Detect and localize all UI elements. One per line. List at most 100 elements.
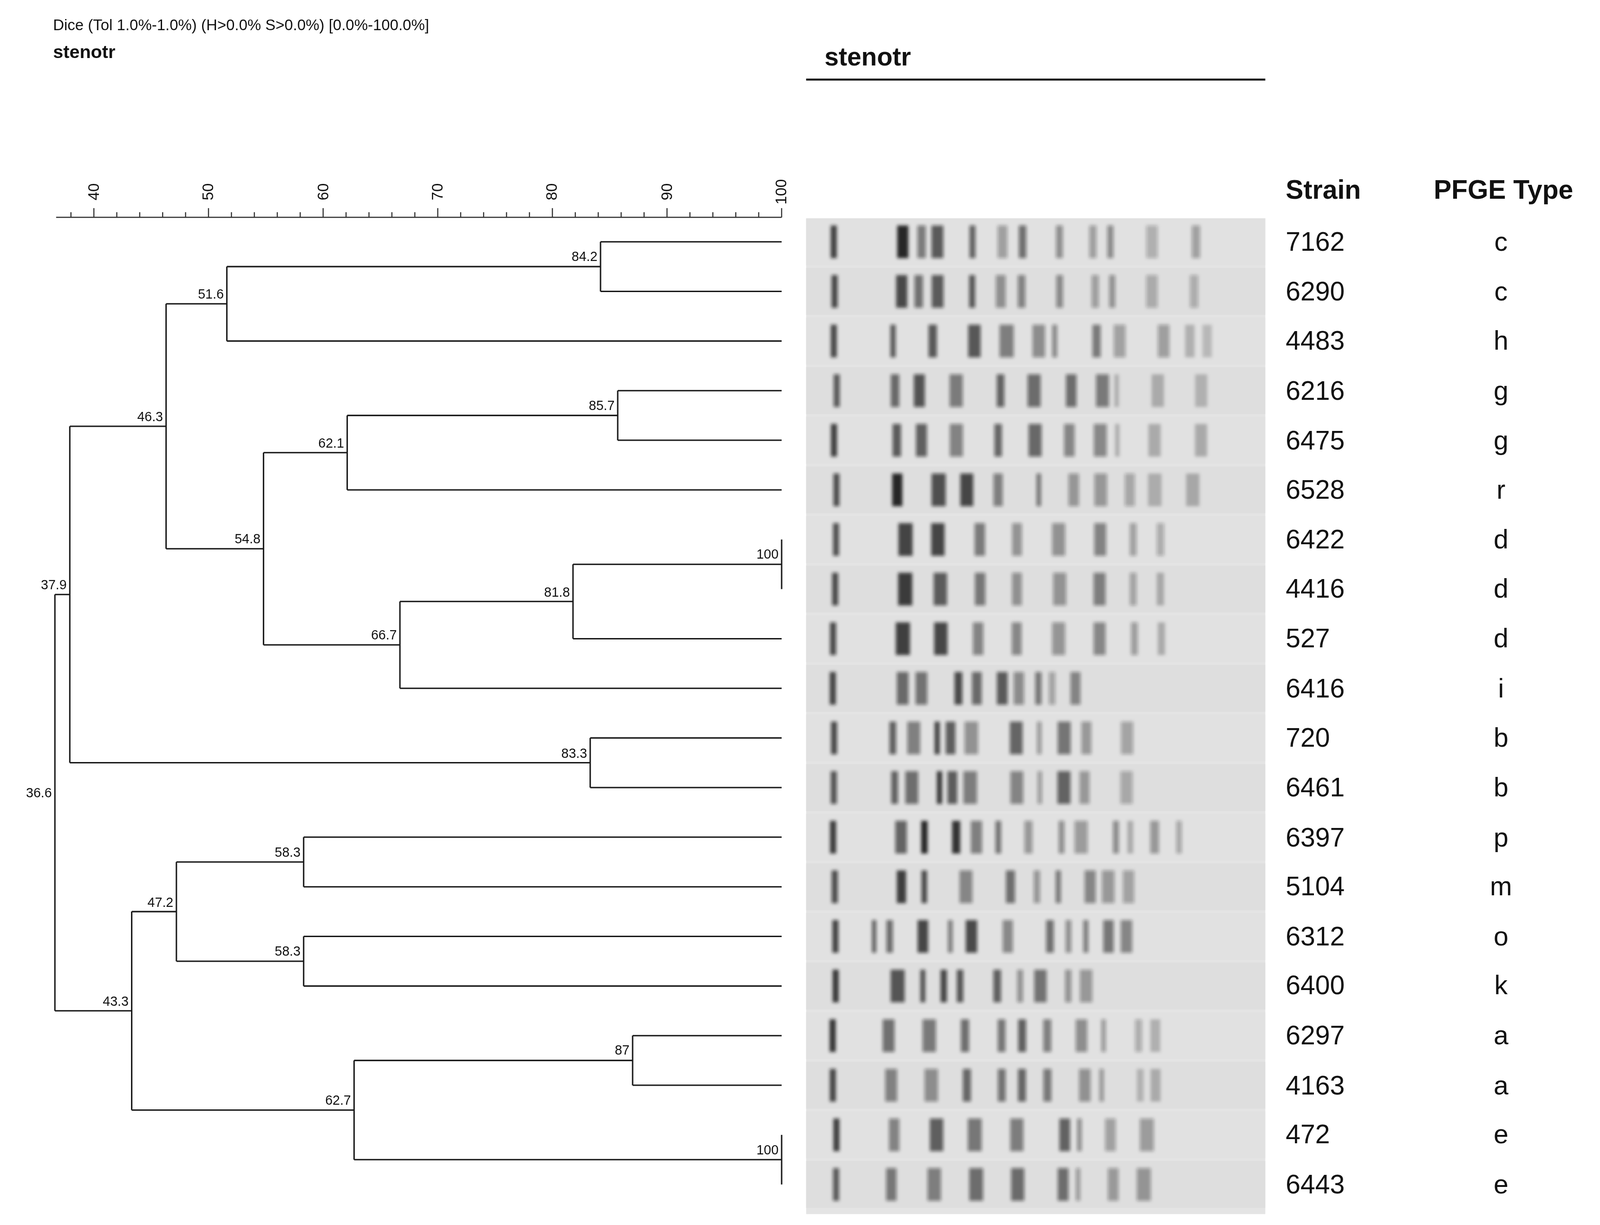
similarity-value: 66.7 (371, 628, 398, 643)
dendrogram-branch (263, 451, 347, 454)
similarity-value: 81.8 (544, 585, 571, 600)
column-header: Strain (1285, 175, 1361, 205)
similarity-value: 85.7 (588, 398, 615, 414)
strain-id: 5104 (1285, 872, 1345, 902)
pfge-type: p (1493, 822, 1509, 852)
similarity-value: 100 (756, 547, 779, 562)
gel-lane (806, 267, 1266, 315)
dendrogram-branch (166, 303, 228, 305)
dendrogram-title: stenotr (52, 43, 116, 64)
dendrogram-branch (353, 1159, 782, 1161)
dendrogram (54, 241, 782, 1185)
gel-lane (806, 962, 1266, 1010)
dendrogram-branch (573, 638, 782, 640)
dendrogram-branch (69, 425, 166, 427)
dendrogram-branch (600, 241, 782, 243)
strain-id: 6461 (1285, 773, 1345, 803)
pfge-type: c (1494, 276, 1509, 307)
strain-id: 6216 (1285, 376, 1345, 406)
gel-lane (806, 1062, 1266, 1110)
strain-id: 472 (1285, 1120, 1330, 1150)
pfge-type: g (1493, 376, 1509, 406)
pfge-type: e (1493, 1169, 1509, 1200)
strain-id: 7162 (1285, 227, 1345, 257)
dendrogram-branch (54, 594, 56, 1011)
dendrogram-branch (353, 1059, 633, 1062)
gel-lane (806, 565, 1266, 613)
gel-lane (806, 515, 1266, 563)
pfge-type: d (1493, 574, 1509, 604)
gel-lane (806, 615, 1266, 663)
dendrogram-branch (263, 644, 400, 646)
column-header: PFGE Type (1433, 175, 1574, 205)
gel-lane (806, 813, 1266, 861)
dendrogram-branch (600, 290, 782, 293)
strain-id: 6312 (1285, 921, 1345, 952)
similarity-value: 100 (756, 1142, 779, 1158)
dendrogram-branch (347, 489, 782, 491)
strain-id: 6416 (1285, 673, 1345, 704)
dendrogram-branch (399, 687, 782, 690)
strain-id: 720 (1285, 723, 1330, 753)
gel-image (806, 218, 1266, 1215)
gel-lane (806, 367, 1266, 415)
dendrogram-branch (347, 414, 618, 417)
similarity-value: 83.3 (561, 746, 588, 761)
dendrogram-branch (54, 594, 70, 596)
axis-tick-label: 100 (773, 179, 791, 205)
pfge-type: b (1493, 773, 1509, 803)
dendrogram-branch (399, 600, 574, 603)
dendrogram-branch (617, 390, 782, 392)
dendrogram-branch (176, 960, 304, 962)
dendrogram-branch (176, 861, 304, 863)
gel-lane (806, 218, 1266, 266)
strain-id: 4483 (1285, 326, 1345, 356)
similarity-value: 58.3 (274, 845, 301, 860)
pfge-type: d (1493, 524, 1509, 555)
strain-id: 6475 (1285, 425, 1345, 456)
pfge-type: i (1498, 673, 1505, 704)
axis-tick-label: 40 (85, 183, 103, 201)
similarity-value: 62.7 (325, 1093, 352, 1109)
dendrogram-branch (131, 1109, 355, 1111)
strain-id: 527 (1285, 624, 1330, 654)
gel-background (806, 218, 1266, 1215)
dendrogram-branch (131, 911, 177, 913)
similarity-value: 62.1 (318, 436, 345, 451)
pfge-type: h (1493, 326, 1509, 356)
dendrogram-branch (590, 737, 782, 739)
pfge-type: d (1493, 624, 1509, 654)
pfge-type: e (1493, 1120, 1509, 1150)
gel-lane (806, 466, 1266, 514)
dendrogram-branch (617, 439, 782, 442)
strain-id: 6443 (1285, 1169, 1345, 1200)
similarity-value: 87 (614, 1044, 630, 1059)
strain-id: 6528 (1285, 475, 1345, 505)
gel-lane (806, 913, 1266, 960)
gel-lane (806, 863, 1266, 911)
strain-id: 6297 (1285, 1021, 1345, 1051)
header-rule (806, 78, 1266, 81)
axis-tick-label: 60 (314, 183, 332, 201)
dendrogram-branch (632, 1084, 782, 1087)
pfge-type: b (1493, 723, 1509, 753)
pfge-type: r (1496, 475, 1506, 505)
pfge-type: a (1493, 1021, 1509, 1051)
axis-tick-label: 70 (429, 183, 446, 201)
axis-tick-label: 90 (658, 183, 676, 201)
gel-lane (806, 1161, 1266, 1209)
similarity-value: 43.3 (102, 994, 129, 1009)
dendrogram-branch (303, 935, 782, 938)
dendrogram-branch (166, 548, 264, 550)
pfge-type: a (1493, 1071, 1509, 1101)
gel-lane (806, 764, 1266, 811)
pfge-type: m (1489, 872, 1513, 902)
similarity-value: 47.2 (147, 894, 174, 910)
gel-lane (806, 317, 1266, 365)
gel-lane (806, 714, 1266, 762)
dendrogram-branch (226, 266, 601, 268)
dendrogram-branch (303, 985, 782, 987)
strain-id: 4416 (1285, 574, 1345, 604)
similarity-value: 36.6 (26, 786, 53, 801)
